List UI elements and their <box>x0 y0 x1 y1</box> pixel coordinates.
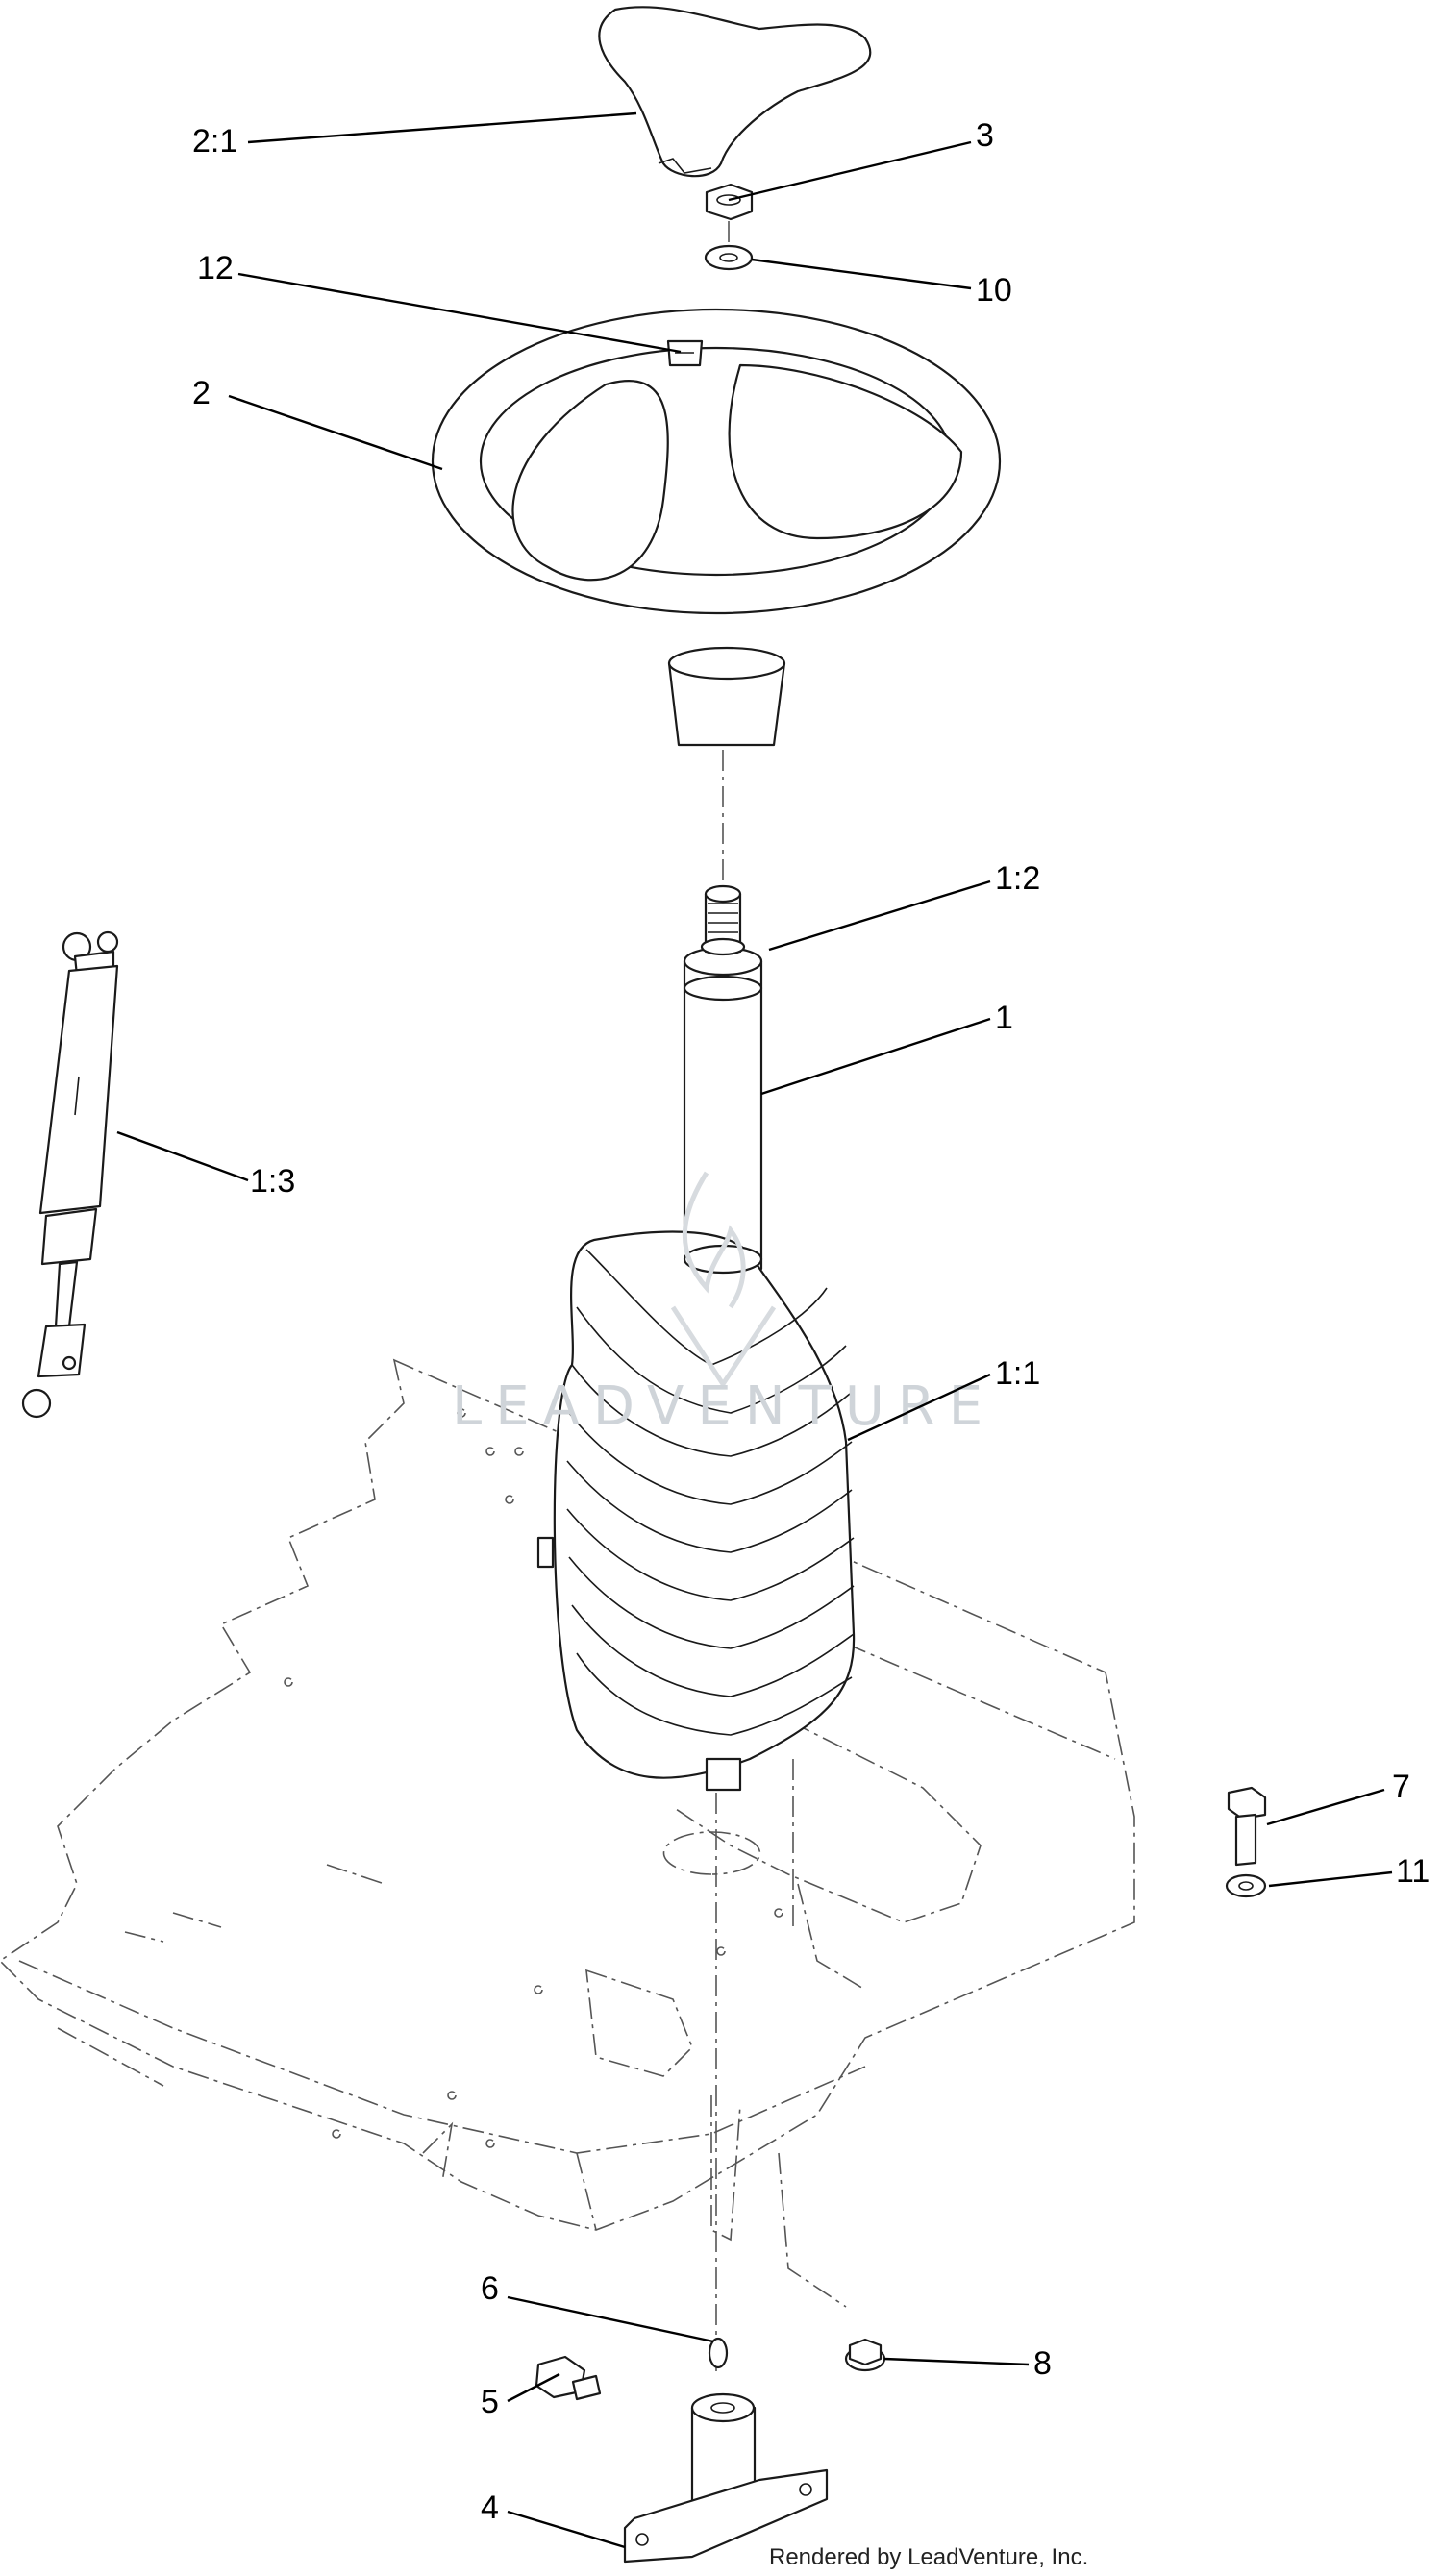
callout-4: 4 <box>481 2489 499 2526</box>
steering-column <box>683 884 763 1271</box>
callout-3: 3 <box>976 117 994 154</box>
callout-labels: 2:1 3 12 10 2 1:2 1 1:3 1:1 7 11 6 5 8 4 <box>192 117 1430 2526</box>
callout-1-3: 1:3 <box>250 1163 295 1200</box>
callout-11: 11 <box>1396 1853 1430 1890</box>
footer-credit: Rendered by LeadVenture, Inc. <box>769 2544 1088 2570</box>
callout-6: 6 <box>481 2270 499 2307</box>
bolt <box>1227 1786 1267 1867</box>
chassis-plate-outline <box>0 1358 1135 2308</box>
steering-wheel <box>431 308 1002 747</box>
callout-12: 12 <box>197 250 234 286</box>
nut <box>705 183 754 221</box>
callout-1-1: 1:1 <box>995 1355 1040 1392</box>
pivot-bracket <box>623 2392 829 2564</box>
flat-washer <box>1225 1873 1267 1898</box>
gas-spring <box>21 930 119 1419</box>
callout-1-2: 1:2 <box>995 860 1040 897</box>
flange-nut <box>844 2338 886 2372</box>
flame-v-logo-icon <box>670 1171 777 1389</box>
callout-5: 5 <box>481 2384 499 2420</box>
bellows-boot <box>536 1230 856 1792</box>
callout-10: 10 <box>976 272 1012 309</box>
callout-2: 2 <box>192 375 211 411</box>
pin <box>708 2337 729 2369</box>
callout-2-1: 2:1 <box>192 123 237 160</box>
center-cap <box>598 6 872 178</box>
washer <box>704 244 754 271</box>
watermark-text: LEADVENTURE <box>452 1375 996 1438</box>
assembly-axis <box>715 221 794 2374</box>
callout-1: 1 <box>995 1000 1013 1036</box>
callout-7: 7 <box>1392 1769 1410 1805</box>
callout-8: 8 <box>1033 2345 1052 2382</box>
shoulder-bolt <box>535 2355 602 2401</box>
leader-lines <box>116 111 1393 2549</box>
